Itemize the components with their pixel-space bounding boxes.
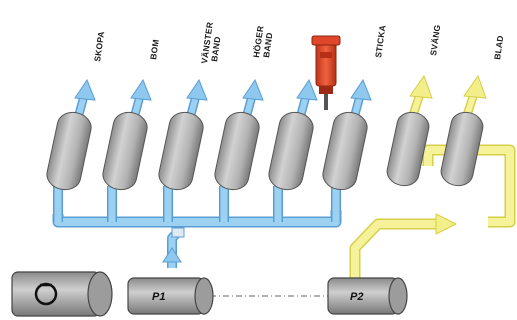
label-sticka: STICKA	[373, 24, 387, 58]
label-skopa: SKOPA	[92, 31, 106, 63]
p2-feed-arrow	[435, 213, 457, 235]
pump-p2-label: P2	[350, 291, 363, 303]
p1-feed-arrow	[162, 247, 182, 263]
hydraulic-breaker-icon	[311, 35, 341, 110]
arrow-bom	[130, 78, 152, 101]
p1-branches	[53, 186, 341, 222]
label-blad: BLAD	[492, 35, 505, 61]
arrow-blad	[463, 74, 487, 99]
label-vanster-band: BAND	[209, 36, 222, 63]
function-labels: SKOPA BOM VÄNSTER BAND HÖGER BAND STICKA…	[92, 21, 505, 64]
engine-icon	[34, 282, 58, 306]
pump-p1-label: P1	[152, 291, 165, 303]
p1-outlet-arrows	[74, 78, 372, 101]
valve-bom	[102, 111, 148, 191]
valve-vanster-band	[158, 111, 204, 191]
valve-svang	[386, 111, 430, 187]
p1-junction	[171, 227, 185, 238]
label-svang: SVÄNG	[428, 24, 442, 57]
arrow-skopa	[74, 78, 96, 101]
valve-sticka	[268, 111, 314, 191]
label-bom: BOM	[148, 39, 161, 61]
valve-blad	[440, 111, 484, 187]
p2-outlet-arrows	[409, 74, 487, 99]
control-valves	[46, 111, 484, 191]
label-hoger-band: BAND	[261, 32, 274, 59]
arrow-svang	[409, 74, 433, 99]
label-hoger: HÖGER	[251, 25, 265, 58]
pump-p2: P2	[327, 277, 408, 315]
arrow-svang-p1	[350, 78, 372, 101]
valve-skopa	[46, 111, 92, 191]
p2-circuit	[349, 92, 516, 282]
arrow-vanster-band	[186, 78, 208, 101]
engine	[11, 271, 113, 317]
valve-hoger-band	[214, 111, 260, 191]
pump-p1: P1	[127, 277, 214, 315]
valve-svang-p1	[322, 111, 368, 191]
arrow-hoger-band	[242, 78, 264, 101]
arrow-sticka	[296, 78, 318, 101]
